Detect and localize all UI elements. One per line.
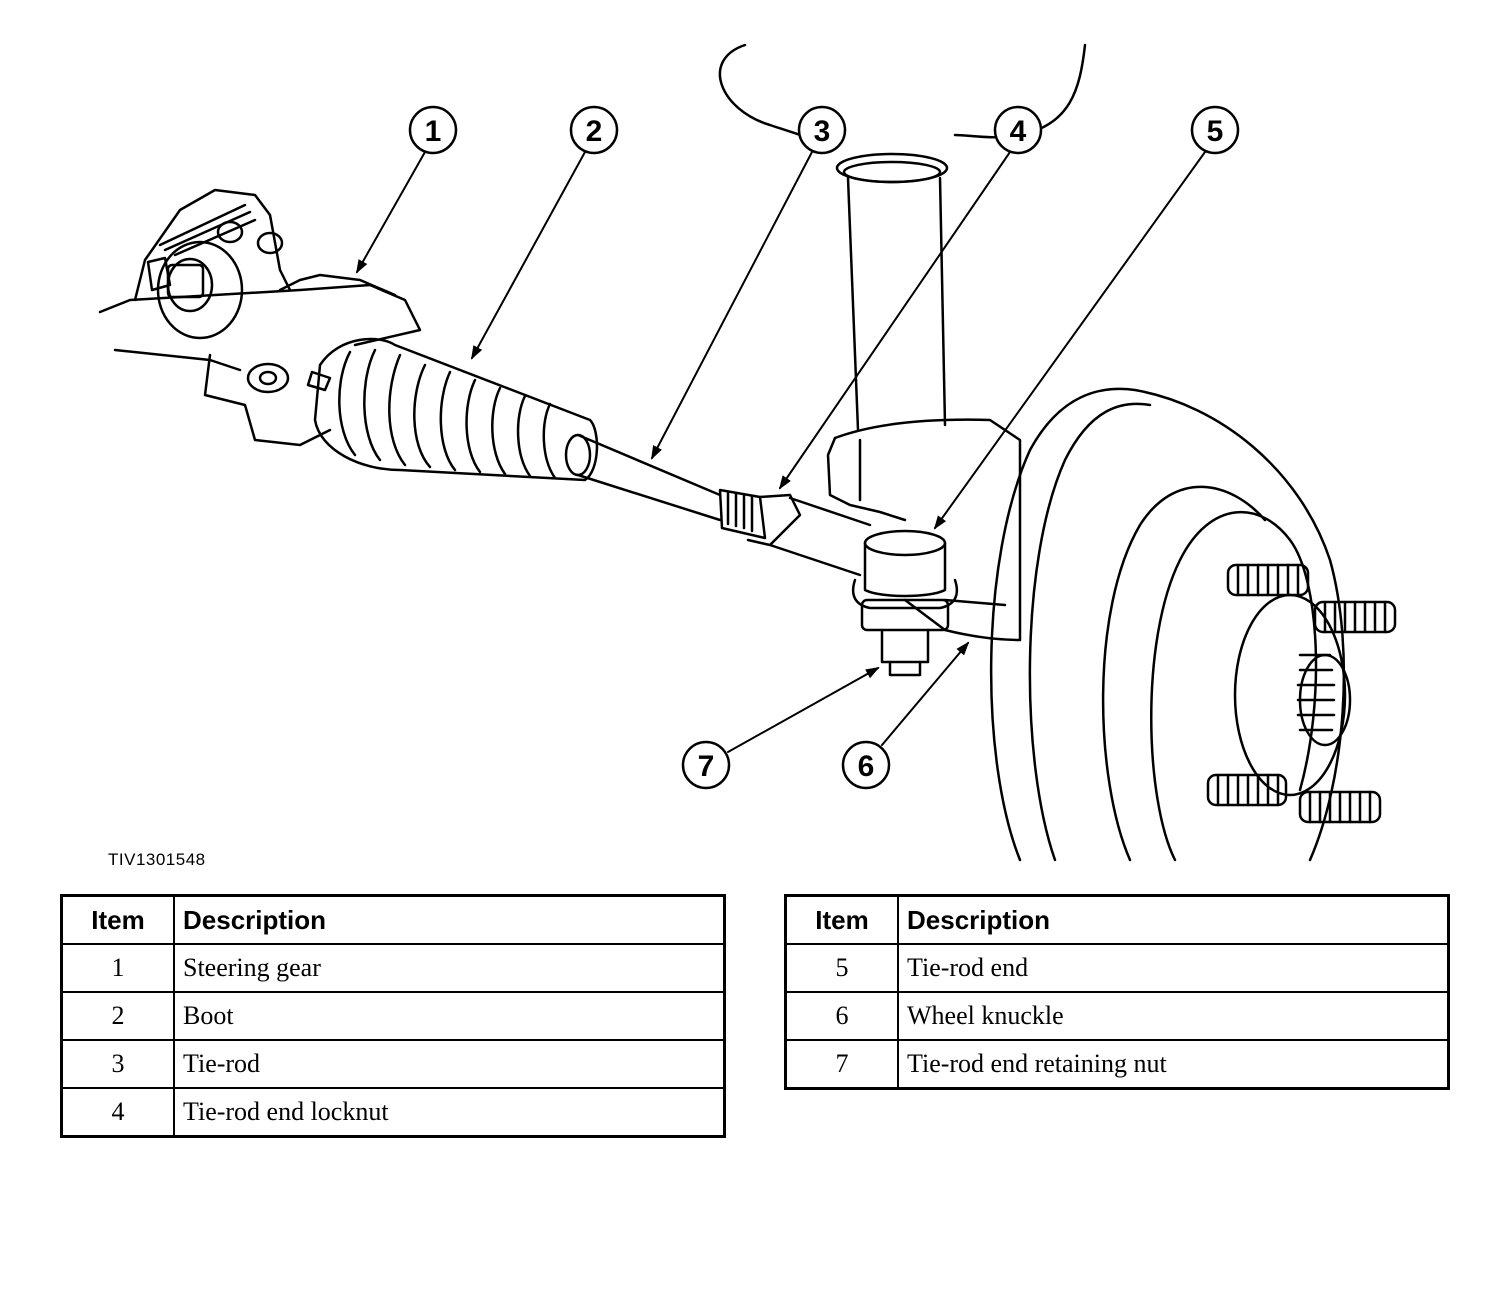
callout-5: 5 [1190, 105, 1240, 155]
legend-item-number: 3 [60, 1039, 175, 1089]
callout-4: 4 [993, 105, 1043, 155]
legend-row: 3 Tie-rod [60, 1039, 726, 1089]
callout-2: 2 [569, 105, 619, 155]
callout-1-label: 1 [425, 115, 442, 148]
legend-header-row: Item Description [784, 894, 1450, 945]
callout-7-label: 7 [698, 750, 715, 783]
legend-item-number: 2 [60, 991, 175, 1041]
legend-header-description: Description [173, 894, 726, 945]
legend-header-row: Item Description [60, 894, 726, 945]
callout-2-label: 2 [586, 115, 603, 148]
legend-item-number: 1 [60, 943, 175, 993]
legend-row: 6 Wheel knuckle [784, 991, 1450, 1041]
legend-item-description: Tie-rod end [897, 943, 1450, 993]
callout-5-label: 5 [1207, 115, 1224, 148]
legend-item-number: 5 [784, 943, 899, 993]
figure-id: TIV1301548 [108, 850, 206, 869]
legend-item-description: Tie-rod end retaining nut [897, 1039, 1450, 1090]
brake-rotor [989, 387, 1352, 862]
wheel-studs [1206, 563, 1397, 824]
legend-item-description: Wheel knuckle [897, 991, 1450, 1041]
legend-item-description: Steering gear [173, 943, 726, 993]
legend-item-description: Tie-rod end locknut [173, 1087, 726, 1138]
callout-leaders [356, 151, 1206, 753]
legend-item-number: 7 [784, 1039, 899, 1090]
callout-7: 7 [681, 740, 731, 790]
callout-4-label: 4 [1010, 115, 1027, 148]
callout-6-label: 6 [858, 750, 875, 783]
steering-gear-housing [98, 188, 422, 447]
legend-table-right: Item Description 5 Tie-rod end 6 Wheel k… [784, 894, 1450, 1090]
legend-row: 2 Boot [60, 991, 726, 1041]
legend-item-number: 6 [784, 991, 899, 1041]
legend-row: 5 Tie-rod end [784, 943, 1450, 993]
legend-item-description: Boot [173, 991, 726, 1041]
tie-rod-shape [564, 433, 872, 577]
legend-row: 7 Tie-rod end retaining nut [784, 1039, 1450, 1090]
callout-1: 1 [408, 105, 458, 155]
legend-row: 4 Tie-rod end locknut [60, 1087, 726, 1138]
legend-header-item: Item [60, 894, 175, 945]
legend-header-description: Description [897, 894, 1450, 945]
callout-3: 3 [797, 105, 847, 155]
boot-bellows [306, 337, 599, 482]
legend-item-description: Tie-rod [173, 1039, 726, 1089]
legend-row: 1 Steering gear [60, 943, 726, 993]
legend-item-number: 4 [60, 1087, 175, 1138]
callout-3-label: 3 [814, 115, 831, 148]
legend-table-left: Item Description 1 Steering gear 2 Boot … [60, 894, 726, 1138]
legend-header-item: Item [784, 894, 899, 945]
steering-linkage-illustration: 1 2 3 4 5 6 7 [98, 43, 1397, 862]
tie-rod-end-shape [851, 529, 959, 677]
callout-6: 6 [841, 740, 891, 790]
strut-assembly [718, 43, 1087, 432]
